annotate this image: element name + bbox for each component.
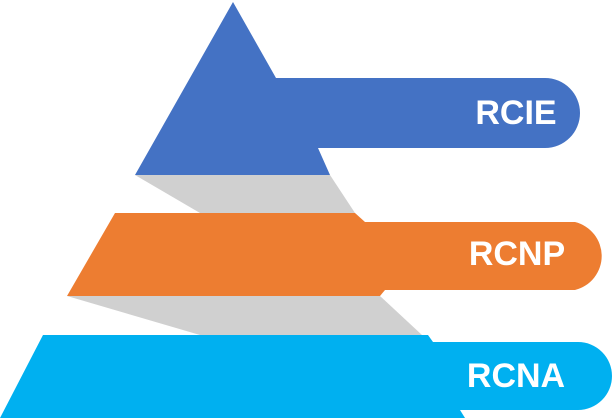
tier-rcna-shape [0,335,612,418]
tier-rcie: RCIE [135,2,580,175]
tier-rcie-label: RCIE [475,94,556,132]
tier-rcna-label: RCNA [467,357,565,395]
shadow-connector-top [135,175,355,213]
tier-rcnp: RCNP [67,213,602,296]
tier-rcna: RCNA [0,335,612,418]
shadow-connector-bottom [67,296,422,335]
tier-rcie-shape [135,2,580,175]
tier-rcnp-label: RCNP [469,235,565,273]
tier-rcnp-shape [67,213,602,296]
